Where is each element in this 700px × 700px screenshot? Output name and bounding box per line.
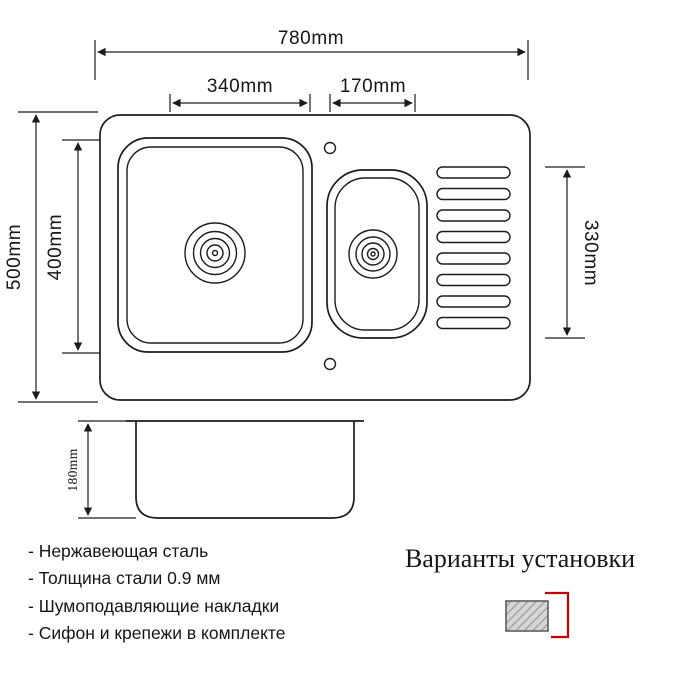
- dim-label-overall-width: 780mm: [278, 28, 344, 49]
- installation-title: Варианты установки: [405, 544, 635, 573]
- mounting-hole-top: [323, 141, 337, 155]
- drainboard-slot: [436, 166, 511, 179]
- dim-label-bowl-height: 180mm: [65, 448, 80, 491]
- countertop-edge-red: [545, 591, 570, 639]
- drainboard-slot: [436, 230, 511, 244]
- dim-label-bowl-depth: 400mm: [45, 214, 66, 280]
- drainboard-ribs: [436, 166, 511, 330]
- dim-label-right-depth: 330mm: [580, 220, 601, 286]
- drainboard-slot: [436, 316, 511, 330]
- feature-item: - Шумоподавляющие накладки: [28, 596, 279, 616]
- dimension-bowl-depth: 400mm: [45, 139, 120, 354]
- installation-icon: [505, 591, 570, 639]
- drainboard-slot: [436, 273, 511, 287]
- small-bowl-inner: [334, 177, 420, 331]
- feature-item: - Толщина стали 0.9 мм: [28, 568, 220, 588]
- side-view-bowl: [135, 421, 355, 519]
- main-drain: [184, 222, 246, 284]
- sink-outer-edge: [99, 114, 531, 401]
- sink-side-view: 180mm: [65, 420, 364, 519]
- small-drain: [348, 229, 398, 279]
- main-bowl: [117, 137, 313, 353]
- installation-options: Варианты установки: [405, 544, 635, 639]
- feature-item: - Нержавеющая сталь: [28, 541, 208, 561]
- sink-top-view: [99, 114, 531, 401]
- dimension-small-bowl-width: 170mm: [329, 76, 416, 112]
- dimension-bowl-height: 180mm: [65, 420, 136, 519]
- drainboard-slot: [436, 295, 511, 308]
- main-bowl-inner: [126, 146, 304, 344]
- dim-label-main-bowl-width: 340mm: [207, 76, 273, 97]
- dim-label-small-bowl-width: 170mm: [340, 76, 406, 97]
- drainboard-slot: [436, 252, 511, 265]
- dimension-right-depth: 330mm: [545, 166, 601, 339]
- features-list: - Нержавеющая сталь - Толщина стали 0.9 …: [28, 541, 285, 643]
- small-bowl: [326, 169, 428, 339]
- mounting-hole-bottom: [323, 357, 337, 371]
- dim-label-overall-depth: 500mm: [4, 224, 25, 290]
- drainboard-slot: [436, 187, 511, 201]
- sink-block-hatched: [505, 600, 549, 632]
- feature-item: - Сифон и крепежи в комплекте: [28, 623, 285, 643]
- main-bowl-rim: [117, 137, 313, 353]
- dimension-overall-width: 780mm: [94, 28, 529, 80]
- dimension-main-bowl-width: 340mm: [169, 76, 311, 112]
- dimension-overall-depth: 500mm: [4, 111, 98, 403]
- small-bowl-rim: [326, 169, 428, 339]
- drainboard-slot: [436, 209, 511, 222]
